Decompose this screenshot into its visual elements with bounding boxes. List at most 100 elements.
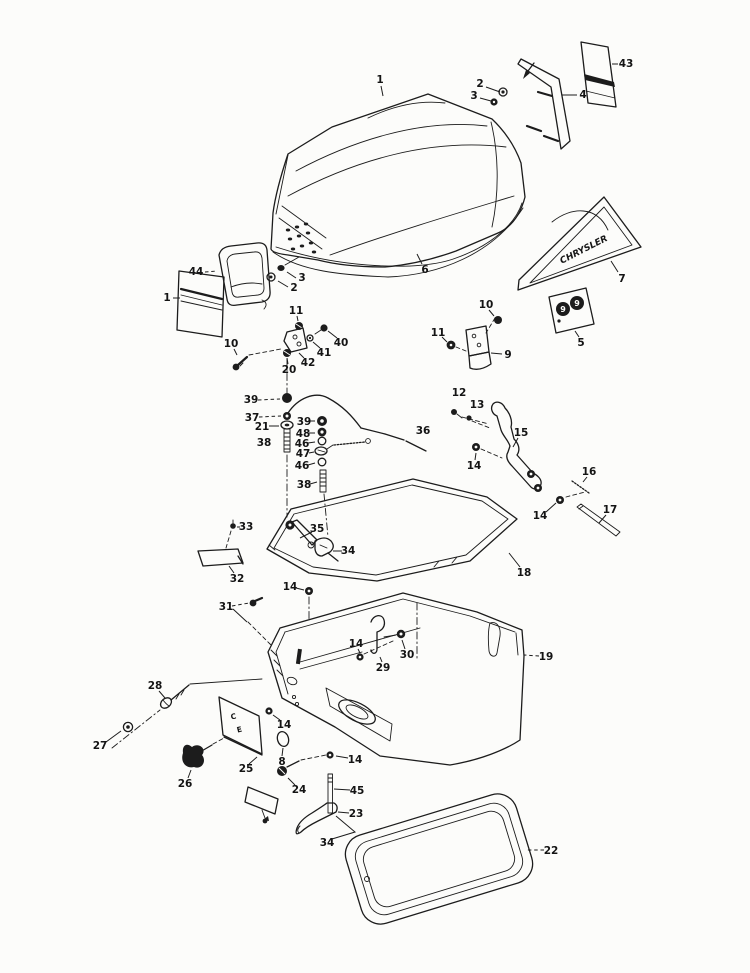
part-21-grommet: [280, 420, 294, 430]
callout-label-34-60: 34: [320, 837, 335, 849]
callout-label-14-38: 14: [533, 510, 548, 522]
callout-leader-27-53: [105, 730, 122, 743]
callout-label-44-5: 44: [189, 266, 204, 278]
cowl-right-crease: [490, 121, 498, 228]
callout-leader-38-30: [309, 481, 318, 485]
nut-14-pan-interior: [356, 640, 394, 661]
callout-leader-15-34: [512, 437, 519, 448]
decal-43-stripe-thick: [584, 74, 615, 87]
callout-label-43-4: 43: [619, 58, 634, 70]
callout-label-36-31: 36: [416, 425, 431, 437]
decal-7-swoosh: [551, 210, 609, 231]
callout-label-33-39: 33: [239, 521, 254, 533]
part-44-handle-bezel: [218, 242, 271, 310]
callout-leader-25-55: [248, 756, 258, 765]
callout-leader-40-10: [327, 330, 338, 339]
bezel-tab: [261, 299, 267, 310]
badge-circle-right: [570, 296, 584, 310]
callout-leader-24-57: [287, 777, 296, 786]
lever-15-body: [490, 401, 542, 490]
part-27-grommet: [111, 709, 161, 749]
callout-label-26-54: 26: [178, 778, 193, 790]
pan-outline: [267, 592, 525, 766]
washer-2-left: [266, 272, 276, 282]
callout-label-34-42: 34: [341, 545, 356, 557]
washer-41: [306, 334, 314, 342]
callout-leader-35-41: [299, 531, 313, 539]
nut-14-front-right: [326, 751, 334, 759]
part-48-washer: [317, 427, 327, 437]
badge-rivet: [557, 319, 561, 323]
cowl-left-edge: [275, 154, 289, 215]
callout-label-27-53: 27: [93, 740, 108, 752]
washer-2-hole: [501, 90, 505, 94]
callout-label-17-37: 17: [603, 504, 618, 516]
part-46-washer-upper: [317, 436, 327, 446]
part-29-clip: [370, 615, 386, 654]
callout-label-32-40: 32: [230, 573, 245, 585]
callout-leader-44-5: [204, 270, 218, 273]
cowl-outline: [270, 93, 526, 268]
callout-label-46-27: 46: [295, 438, 310, 450]
callout-leader-34-60: [331, 815, 357, 840]
callout-leader-17-37: [598, 514, 607, 524]
callout-label-38-30: 38: [297, 479, 312, 491]
callout-label-31-44: 31: [219, 601, 234, 613]
chrysler-wordmark: CHRYSLER: [559, 234, 610, 267]
part-37-washer: [283, 412, 291, 420]
callout-leader-23-59: [337, 811, 350, 814]
bracket-stud-3: [542, 134, 560, 143]
callout-leader-18-43: [508, 552, 521, 568]
callout-leader-14-50: [272, 714, 281, 721]
callout-label-16-36: 16: [582, 466, 597, 478]
part-19-lower-pan: [267, 592, 525, 766]
callout-label-9-17: 9: [504, 349, 511, 361]
callout-label-2-8: 2: [290, 282, 297, 294]
part-18-gasket: [266, 478, 518, 582]
cowl-front-crease-1: [278, 217, 323, 250]
bracket-42-plate: [283, 327, 308, 353]
callout-label-3-7: 3: [298, 272, 305, 284]
callout-label-19-49: 19: [539, 651, 554, 663]
part-9-bracket: [446, 316, 502, 370]
part-39-nut: [317, 416, 327, 426]
callout-leader-11-9: [296, 315, 299, 322]
choke-letter-top: C: [230, 711, 238, 721]
nut-14-lever: [472, 443, 503, 459]
cowl-bottom-rim: [272, 207, 524, 278]
callout-label-22-61: 22: [544, 845, 559, 857]
callout-leader-9-17: [490, 352, 503, 355]
part-16-spring: [571, 480, 590, 494]
pan-inner-rim: [284, 598, 516, 633]
callout-label-11-9: 11: [289, 305, 304, 317]
callout-leader-42-12: [298, 352, 305, 359]
part-38-stud-lower: [319, 469, 327, 493]
callout-label-45-58: 45: [350, 785, 365, 797]
fastener-2-3-left: [266, 256, 300, 282]
callout-label-2-1: 2: [476, 78, 483, 90]
cowl-sweep-line-3: [329, 195, 515, 256]
screw-33: [225, 519, 236, 549]
callout-leader-1-0: [380, 85, 384, 97]
callout-label-38-24: 38: [257, 437, 272, 449]
decal-1-outline: [176, 270, 225, 338]
callout-leader-20-13: [286, 357, 289, 365]
screw-40: [320, 324, 328, 332]
screw-10-left: [232, 348, 282, 371]
callout-label-41-11: 41: [317, 347, 332, 359]
bracket-stud-1: [536, 90, 554, 98]
callout-leader-14-51: [335, 755, 349, 759]
callout-label-14-51: 14: [348, 754, 363, 766]
part-39-cap: [282, 393, 292, 403]
callout-leader-11-16: [441, 336, 448, 343]
callout-leader-14-35: [474, 452, 477, 461]
callout-label-14-46: 14: [349, 638, 364, 650]
callout-label-10-14: 10: [224, 338, 239, 350]
part-5-badge-plate: 9 9: [548, 287, 595, 334]
callout-label-18-43: 18: [517, 567, 532, 579]
badge-circle-left: [556, 302, 570, 316]
part-43-decal: [580, 41, 617, 108]
part-23-lever: [295, 802, 338, 835]
badge-digit-left: 9: [560, 305, 566, 314]
